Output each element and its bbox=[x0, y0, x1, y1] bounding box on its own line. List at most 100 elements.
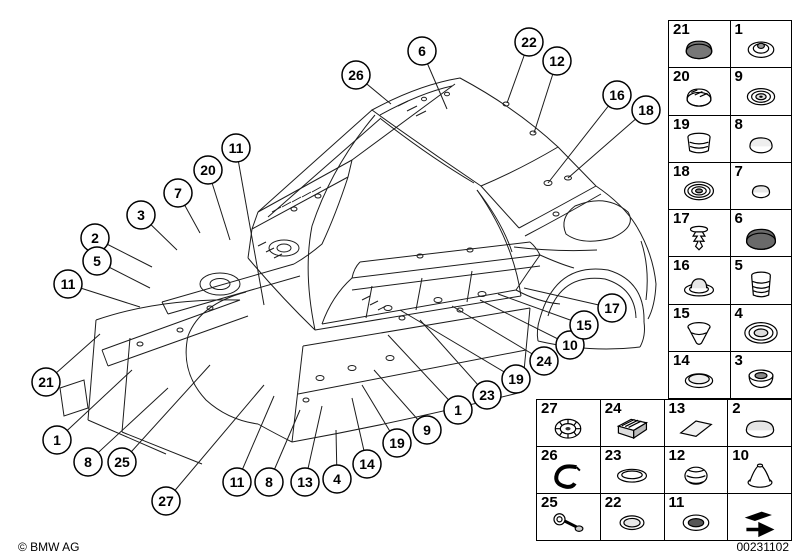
callout-19-2[interactable]: 19 bbox=[501, 364, 531, 394]
callout-circle[interactable] bbox=[501, 364, 531, 394]
callout-circle[interactable] bbox=[290, 467, 320, 497]
callout-number: 25 bbox=[114, 454, 130, 470]
page-arrow-icon[interactable] bbox=[735, 504, 785, 538]
part-number: 10 bbox=[732, 447, 749, 464]
part-cell-4[interactable]: 4 bbox=[730, 304, 792, 352]
callout-circle[interactable] bbox=[382, 428, 412, 458]
callout-15[interactable]: 15 bbox=[569, 310, 599, 340]
part-cell-18[interactable]: 18 bbox=[669, 162, 731, 210]
callout-17[interactable]: 17 bbox=[597, 293, 627, 323]
callout-5[interactable]: 5 bbox=[82, 246, 112, 276]
callout-circle[interactable] bbox=[514, 27, 544, 57]
callout-circle[interactable] bbox=[31, 367, 61, 397]
callout-circle[interactable] bbox=[352, 449, 382, 479]
part-cell-11[interactable]: 11 bbox=[664, 494, 729, 541]
callout-10[interactable]: 10 bbox=[555, 330, 585, 360]
callout-number: 8 bbox=[84, 454, 92, 470]
callout-circle[interactable] bbox=[254, 467, 284, 497]
callout-circle[interactable] bbox=[42, 425, 72, 455]
callout-circle[interactable] bbox=[107, 447, 137, 477]
part-cell-23[interactable]: 23 bbox=[600, 447, 665, 494]
callout-13[interactable]: 13 bbox=[290, 467, 320, 497]
callout-11-3[interactable]: 11 bbox=[222, 467, 252, 497]
part-cell-3[interactable]: 3 bbox=[730, 351, 792, 399]
part-number: 19 bbox=[673, 115, 690, 133]
part-cell-19[interactable]: 19 bbox=[669, 115, 731, 163]
part-cell-15[interactable]: 15 bbox=[669, 304, 731, 352]
callout-19[interactable]: 19 bbox=[382, 428, 412, 458]
callout-circle[interactable] bbox=[555, 330, 585, 360]
callout-26[interactable]: 26 bbox=[341, 60, 371, 90]
callout-circle[interactable] bbox=[222, 467, 252, 497]
callout-circle[interactable] bbox=[472, 380, 502, 410]
callout-20[interactable]: 20 bbox=[193, 155, 223, 185]
callout-6[interactable]: 6 bbox=[407, 36, 437, 66]
callout-14[interactable]: 14 bbox=[352, 449, 382, 479]
part-cell-2[interactable]: 2 bbox=[728, 400, 792, 447]
callout-11-2[interactable]: 11 bbox=[53, 269, 83, 299]
next-page-cell[interactable] bbox=[728, 494, 792, 541]
callout-3[interactable]: 3 bbox=[126, 200, 156, 230]
callout-8[interactable]: 8 bbox=[73, 447, 103, 477]
part-cell-26[interactable]: 26 bbox=[537, 447, 601, 494]
callout-21[interactable]: 21 bbox=[31, 367, 61, 397]
callout-16[interactable]: 16 bbox=[602, 80, 632, 110]
callout-24[interactable]: 24 bbox=[529, 346, 559, 376]
callout-23[interactable]: 23 bbox=[472, 380, 502, 410]
plug-nipple-icon bbox=[736, 31, 786, 65]
callout-4[interactable]: 4 bbox=[322, 464, 352, 494]
callout-circle[interactable] bbox=[412, 415, 442, 445]
callout-circle[interactable] bbox=[529, 346, 559, 376]
callout-circle[interactable] bbox=[163, 178, 193, 208]
part-cell-13[interactable]: 13 bbox=[664, 400, 729, 447]
callout-circle[interactable] bbox=[602, 80, 632, 110]
part-cell-25[interactable]: 25 bbox=[537, 494, 601, 541]
part-cell-20[interactable]: 20 bbox=[669, 68, 731, 116]
callout-circle[interactable] bbox=[221, 133, 251, 163]
callout-circle[interactable] bbox=[151, 486, 181, 516]
callout-circle[interactable] bbox=[443, 395, 473, 425]
callout-12[interactable]: 12 bbox=[542, 46, 572, 76]
callout-circle[interactable] bbox=[73, 447, 103, 477]
callout-circle[interactable] bbox=[569, 310, 599, 340]
callout-circle[interactable] bbox=[126, 200, 156, 230]
part-cell-5[interactable]: 5 bbox=[730, 257, 792, 305]
callout-27[interactable]: 27 bbox=[151, 486, 181, 516]
part-cell-22[interactable]: 22 bbox=[600, 494, 665, 541]
part-cell-9[interactable]: 9 bbox=[730, 68, 792, 116]
callout-11[interactable]: 11 bbox=[221, 133, 251, 163]
callout-8-2[interactable]: 8 bbox=[254, 467, 284, 497]
callout-circle[interactable] bbox=[193, 155, 223, 185]
callout-circle[interactable] bbox=[82, 246, 112, 276]
part-cell-17[interactable]: 17 bbox=[669, 210, 731, 258]
callout-25[interactable]: 25 bbox=[107, 447, 137, 477]
callout-circle[interactable] bbox=[407, 36, 437, 66]
part-cell-12[interactable]: 12 bbox=[664, 447, 729, 494]
part-cell-7[interactable]: 7 bbox=[730, 162, 792, 210]
callout-circle[interactable] bbox=[53, 269, 83, 299]
callout-circle[interactable] bbox=[341, 60, 371, 90]
callout-18[interactable]: 18 bbox=[631, 95, 661, 125]
callout-7[interactable]: 7 bbox=[163, 178, 193, 208]
part-cell-16[interactable]: 16 bbox=[669, 257, 731, 305]
part-cell-14[interactable]: 14 bbox=[669, 351, 731, 399]
part-cell-10[interactable]: 10 bbox=[728, 447, 792, 494]
part-cell-6[interactable]: 6 bbox=[730, 210, 792, 258]
part-cell-27[interactable]: 27 bbox=[537, 400, 601, 447]
part-cell-8[interactable]: 8 bbox=[730, 115, 792, 163]
callout-number: 14 bbox=[359, 456, 375, 472]
part-cell-21[interactable]: 21 bbox=[669, 21, 731, 69]
callout-1[interactable]: 1 bbox=[42, 425, 72, 455]
callout-circle[interactable] bbox=[322, 464, 352, 494]
callout-circle[interactable] bbox=[597, 293, 627, 323]
part-cell-1[interactable]: 1 bbox=[730, 21, 792, 69]
callout-circle[interactable] bbox=[631, 95, 661, 125]
callout-1-2[interactable]: 1 bbox=[443, 395, 473, 425]
part-number: 11 bbox=[668, 494, 685, 511]
part-cell-24[interactable]: 24 bbox=[600, 400, 665, 447]
callout-circle[interactable] bbox=[542, 46, 572, 76]
callout-22[interactable]: 22 bbox=[514, 27, 544, 57]
callout-number: 12 bbox=[549, 53, 565, 69]
callout-9[interactable]: 9 bbox=[412, 415, 442, 445]
